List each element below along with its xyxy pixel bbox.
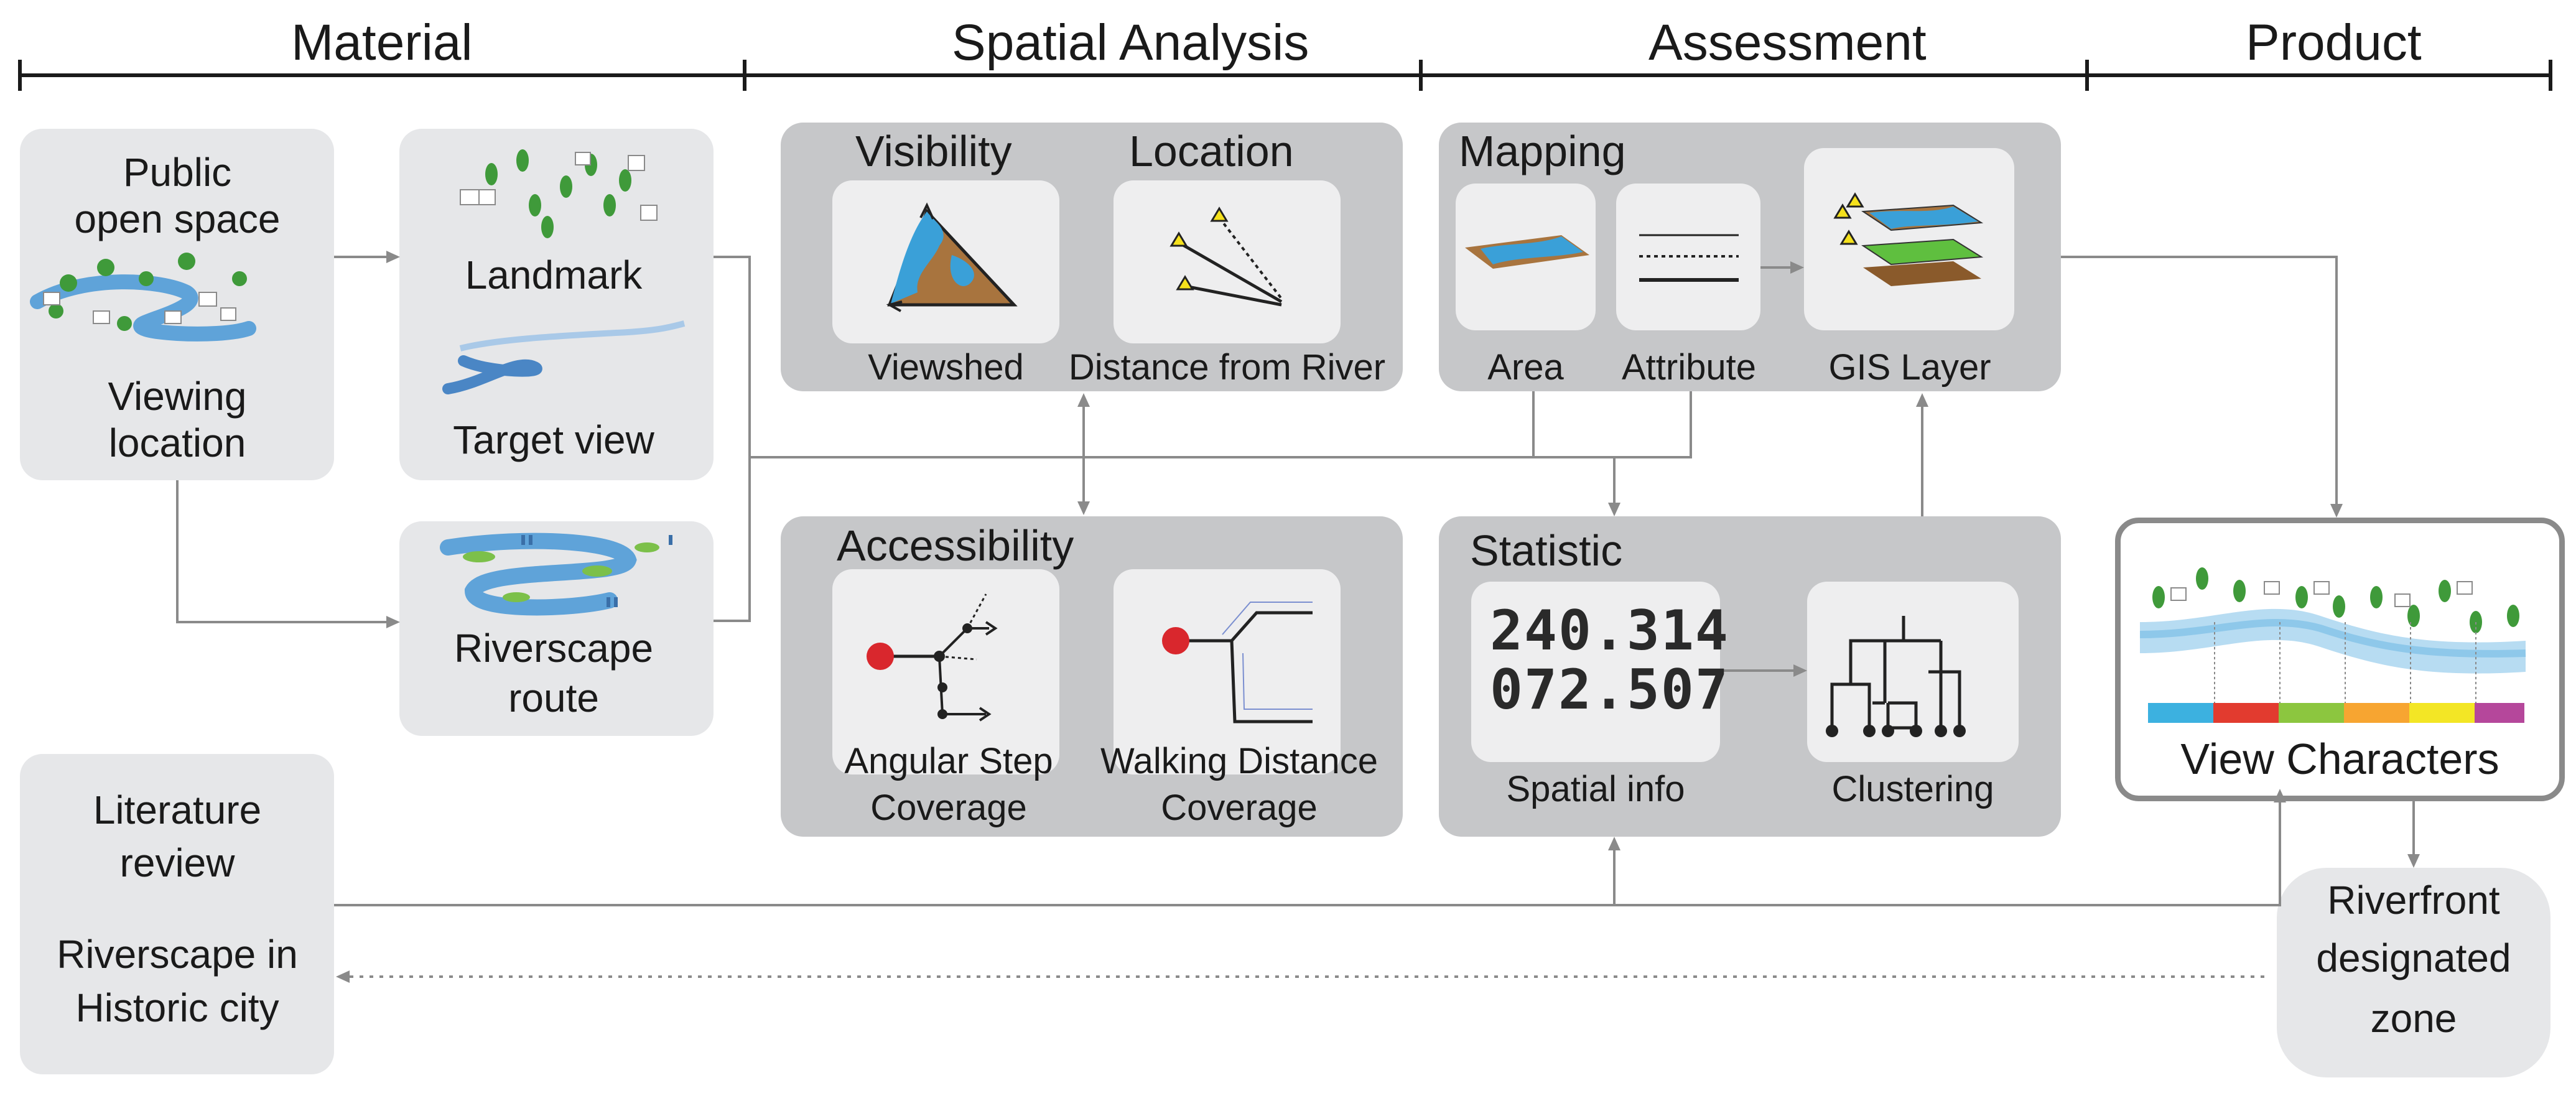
phase-spatial-analysis: Spatial Analysis xyxy=(952,14,1309,71)
literature-line2: review xyxy=(119,840,235,885)
riverfront-zone-box xyxy=(2277,868,2550,1077)
landmark-target-view-box xyxy=(399,129,714,480)
attribute-label: Attribute xyxy=(1622,347,1756,388)
viewing-label-line2: location xyxy=(108,421,246,465)
viewshed-label: Viewshed xyxy=(868,347,1024,388)
area-label: Area xyxy=(1487,347,1564,388)
phase-product: Product xyxy=(2246,14,2422,71)
riverscape-historic-line2: Historic city xyxy=(75,985,279,1030)
riverfront-line3: zone xyxy=(2370,996,2457,1041)
angular-step-line2: Coverage xyxy=(870,788,1027,828)
literature-line1: Literature xyxy=(93,788,262,832)
riverscape-route-line1: Riverscape xyxy=(453,626,654,671)
location-title: Location xyxy=(1129,127,1294,175)
gis-layer-panel xyxy=(1804,148,2014,330)
target-view-label: Target view xyxy=(453,417,654,462)
visibility-title: Visibility xyxy=(855,127,1012,175)
angular-step-panel xyxy=(832,569,1059,774)
walking-distance-line1: Walking Distance xyxy=(1100,741,1378,781)
distance-label: Distance from River xyxy=(1068,347,1386,388)
distance-panel xyxy=(1114,180,1341,343)
clustering-label: Clustering xyxy=(1831,769,1994,809)
spatial-info-digits-line2: 072.507 xyxy=(1490,658,1729,722)
mapping-title: Mapping xyxy=(1459,127,1626,175)
walking-distance-line2: Coverage xyxy=(1161,788,1318,828)
literature-review-box xyxy=(20,754,334,1074)
riverscape-route-line2: route xyxy=(508,676,599,720)
riverscape-historic-line1: Riverscape in xyxy=(57,932,298,977)
public-label-line2: open space xyxy=(74,197,281,241)
angular-step-line1: Angular Step xyxy=(844,741,1053,781)
walking-distance-panel xyxy=(1114,569,1341,774)
spatial-info-label: Spatial info xyxy=(1506,769,1685,809)
riverfront-line1: Riverfront xyxy=(2327,878,2500,923)
accessibility-title: Accessibility xyxy=(837,521,1074,570)
spatial-info-digits-line1: 240.314 xyxy=(1490,598,1729,663)
riverfront-line2: designated xyxy=(2316,936,2511,980)
gis-layer-label: GIS Layer xyxy=(1828,347,1991,388)
riverscape-route-box xyxy=(399,521,714,736)
view-characters-label: View Characters xyxy=(2180,735,2499,783)
viewing-label-line1: Viewing xyxy=(108,374,247,419)
phase-assessment: Assessment xyxy=(1648,14,1927,71)
landmark-label: Landmark xyxy=(465,253,643,297)
phase-material: Material xyxy=(291,14,473,71)
spatial-info-panel xyxy=(1471,582,1720,762)
statistic-title: Statistic xyxy=(1470,526,1623,575)
public-label-line1: Public xyxy=(123,150,232,195)
